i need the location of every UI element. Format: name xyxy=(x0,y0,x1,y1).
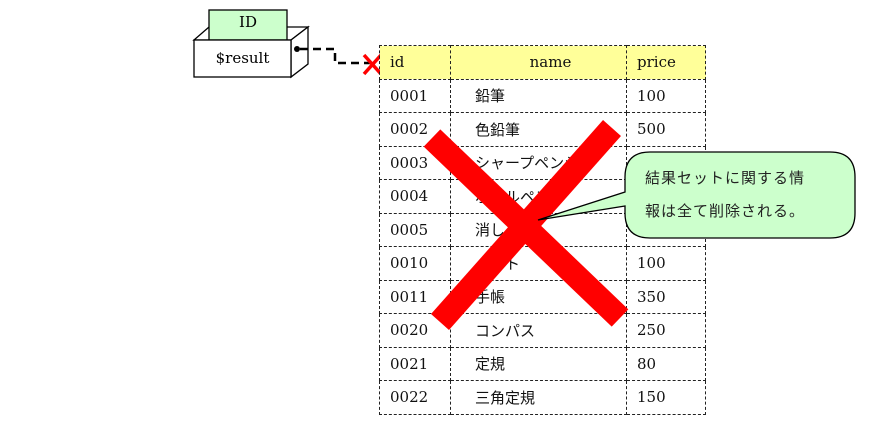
large-cross-icon xyxy=(423,120,629,330)
cell-id: 0001 xyxy=(379,78,451,113)
cell-price: 150 xyxy=(626,380,706,415)
cell-price: 500 xyxy=(626,112,706,147)
header-name: name xyxy=(450,45,627,80)
cell-name: 定規 xyxy=(450,346,627,381)
callout-line-1: 結果セットに関する情 xyxy=(645,169,806,187)
result-label: $result xyxy=(215,49,270,67)
callout-bubble xyxy=(537,151,856,239)
header-id: id xyxy=(379,45,451,80)
cell-name: 三角定規 xyxy=(450,380,627,415)
id-tab xyxy=(208,9,288,41)
cell-id: 0022 xyxy=(379,380,451,415)
cell-id: 0010 xyxy=(379,246,451,281)
box-front xyxy=(193,39,292,78)
disconnect-x-icon xyxy=(362,53,383,76)
connector-dot xyxy=(294,46,300,52)
cell-name: コンパス xyxy=(450,313,627,348)
table-header-row: id name price xyxy=(379,45,706,80)
callout-text: 結果セットに関する情 報は全て削除される。 xyxy=(625,152,855,238)
id-tab-label: ID xyxy=(239,13,257,31)
cell-id: 0005 xyxy=(379,212,451,247)
cell-id: 0004 xyxy=(379,179,451,214)
connector-line xyxy=(300,47,370,65)
cell-name: 鉛筆 xyxy=(450,78,627,113)
callout-line-2: 報は全て削除される。 xyxy=(645,202,806,220)
cell-id: 0003 xyxy=(379,145,451,180)
header-price: price xyxy=(626,45,706,80)
cell-price: 350 xyxy=(626,279,706,314)
cell-price: 100 xyxy=(626,78,706,113)
